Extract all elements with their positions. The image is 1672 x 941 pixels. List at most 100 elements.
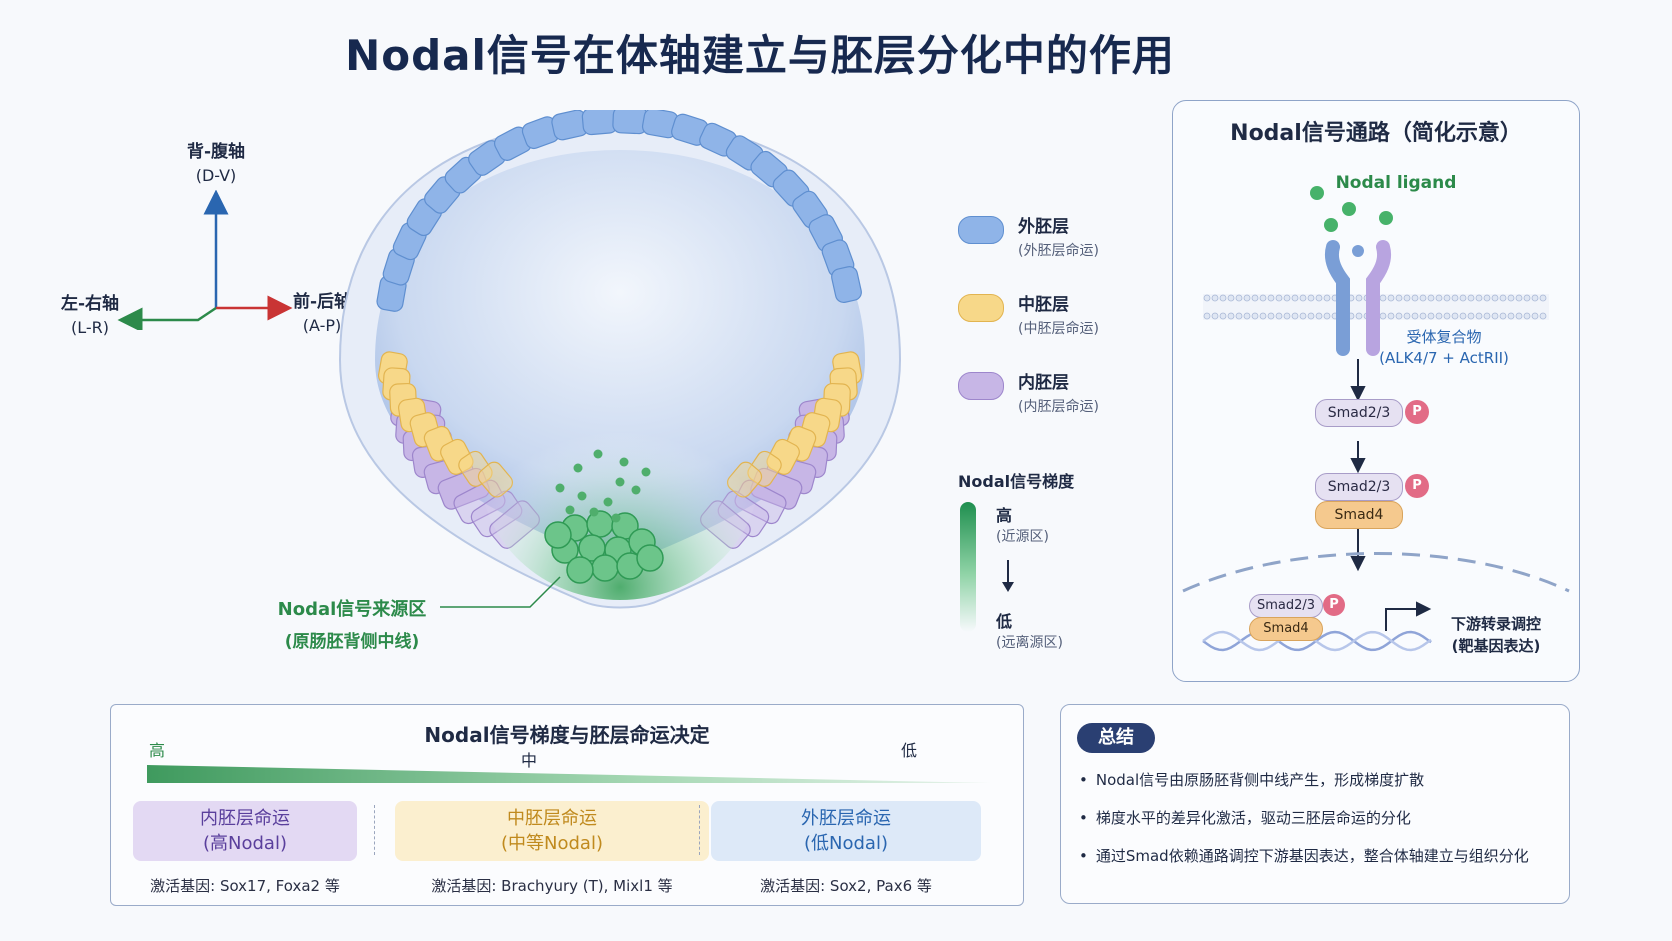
membrane-lipid (1219, 294, 1227, 302)
nodal-particle (565, 505, 575, 515)
legend-item-endoderm: 内胚层 (内胚层命运) (958, 368, 1099, 416)
summary-item: 梯度水平的差异化激活，驱动三胚层命运的分化 (1079, 807, 1411, 828)
downstream-label: 下游转录调控 (靶基因表达) (1431, 613, 1561, 657)
membrane-lipid (1411, 294, 1419, 302)
membrane-lipid (1235, 294, 1243, 302)
membrane-lipid (1403, 312, 1411, 320)
nodal-source-cell (566, 556, 594, 584)
mesoderm-genes: 激活基因: Brachyury (T), Mixl1 等 (431, 877, 673, 895)
membrane-lipid (1491, 294, 1499, 302)
ectoderm-genes: 激活基因: Sox2, Pax6 等 (760, 877, 932, 895)
gradient-high-sub: (近源区) (996, 529, 1049, 545)
downstream-sub: (靶基因表达) (1451, 637, 1541, 655)
ectoderm-swatch (958, 216, 1004, 244)
ligand-dot (1342, 202, 1356, 216)
gradient-legend-bar (960, 502, 976, 632)
nodal-particle (589, 507, 599, 517)
pathway-title: Nodal信号通路（简化示意） (1230, 121, 1522, 146)
legend-sublabel: (中胚层命运) (1018, 321, 1099, 337)
ap-axis-code: (A-P) (302, 316, 342, 335)
germ-layer-legend: 外胚层 (外胚层命运) 中胚层 (中胚层命运) 内胚层 (内胚层命运) (958, 212, 1099, 416)
pathway-panel: Nodal信号通路（简化示意） Nodal ligand (1172, 100, 1580, 682)
legend-item-ectoderm: 外胚层 (外胚层命运) (958, 212, 1099, 260)
membrane-lipid (1211, 312, 1219, 320)
nodal-particle (555, 483, 565, 493)
fate-box-level: (高Nodal) (203, 833, 287, 854)
lr-axis-code: (L-R) (70, 318, 109, 337)
gradient-down-arrow (1002, 560, 1014, 592)
mesoderm-swatch (958, 294, 1004, 322)
summary-item: 通过Smad依赖通路调控下游基因表达，整合体轴建立与组织分化 (1079, 845, 1529, 866)
membrane-lipid (1387, 312, 1395, 320)
endoderm-genes: 激活基因: Sox17, Foxa2 等 (150, 877, 340, 895)
nodal-particle (573, 463, 583, 473)
fate-panel: Nodal信号梯度与胚层命运决定 高 中 低 内胚层命运 (高Nodal) 中胚… (110, 704, 1024, 906)
nodal-particle (593, 449, 603, 459)
gradient-low: 低 (远离源区) (996, 608, 1063, 652)
fate-box-name: 中胚层命运 (507, 808, 597, 829)
summary-panel: 总结 Nodal信号由原肠胚背侧中线产生，形成梯度扩散 梯度水平的差异化激活，驱… (1060, 704, 1570, 904)
membrane-lipid (1315, 294, 1323, 302)
membrane-lipid (1251, 294, 1259, 302)
membrane-lipid (1443, 312, 1451, 320)
membrane-lipid (1531, 312, 1539, 320)
receptor-label: 受体复合物 (ALK4/7 + ActRII) (1369, 327, 1519, 369)
ligand-dot (1379, 211, 1393, 225)
nodal-particle (619, 457, 629, 467)
nodal-source-cell (591, 554, 619, 582)
nodal-source-cell (544, 521, 572, 549)
membrane-lipid (1267, 294, 1275, 302)
membrane-lipid (1355, 312, 1363, 320)
nodal-particle (577, 491, 587, 501)
legend-label: 外胚层 (1018, 217, 1069, 237)
membrane-lipid (1483, 294, 1491, 302)
nodal-signal-particles (555, 449, 651, 523)
gradient-high: 高 (近源区) (996, 502, 1049, 546)
membrane-lipid (1419, 312, 1427, 320)
fate-divider (374, 805, 375, 855)
lr-axis-name: 左-右轴 (60, 294, 120, 314)
membrane-lipid (1243, 294, 1251, 302)
membrane-lipid (1459, 312, 1467, 320)
page-title: Nodal信号在体轴建立与胚层分化中的作用 (345, 31, 1175, 80)
phospho-chip-complex: P (1405, 474, 1429, 498)
membrane-lipid (1451, 294, 1459, 302)
membrane-lipid (1291, 312, 1299, 320)
lr-axis-label: 左-右轴 (L-R) (40, 292, 140, 340)
gradient-legend-title: Nodal信号梯度 (958, 472, 1075, 491)
dv-axis-code: (D-V) (195, 166, 237, 185)
membrane-lipid (1227, 312, 1235, 320)
membrane-lipid (1395, 294, 1403, 302)
membrane-lipid (1219, 312, 1227, 320)
membrane-lipid (1299, 312, 1307, 320)
membrane-lipid (1475, 294, 1483, 302)
mesoderm-fate-box: 中胚层命运 (中等Nodal) (395, 801, 709, 861)
ectoderm-cell (831, 266, 862, 304)
membrane-lipid (1499, 312, 1507, 320)
membrane-lipid (1235, 312, 1243, 320)
legend-sublabel: (外胚层命运) (1018, 243, 1099, 259)
membrane-lipid (1259, 312, 1267, 320)
membrane-lipid (1475, 312, 1483, 320)
smad4-pill: Smad4 (1315, 501, 1403, 529)
nuclear-smad4-pill: Smad4 (1249, 617, 1323, 641)
fate-high-label: 高 (149, 741, 166, 760)
membrane-lipid (1515, 312, 1523, 320)
summary-item: Nodal信号由原肠胚背侧中线产生，形成梯度扩散 (1079, 769, 1424, 790)
nodal-ligand-label: Nodal ligand (1335, 173, 1457, 193)
membrane-lipid (1419, 294, 1427, 302)
nodal-particle (615, 477, 625, 487)
summary-badge: 总结 (1077, 723, 1155, 753)
gradient-low-label: 低 (996, 612, 1013, 631)
nuclear-phospho-chip: P (1323, 594, 1345, 616)
membrane-lipid (1403, 294, 1411, 302)
membrane-lipid (1427, 312, 1435, 320)
membrane-lipid (1275, 294, 1283, 302)
membrane-lipid (1211, 294, 1219, 302)
phospho-chip: P (1405, 400, 1429, 424)
dv-axis-label: 背-腹轴 (D-V) (166, 140, 266, 188)
membrane-lipid (1515, 294, 1523, 302)
pathway-graphic (1182, 186, 1570, 652)
membrane-lipid (1467, 294, 1475, 302)
smad23-pill: Smad2/3 (1315, 399, 1403, 427)
